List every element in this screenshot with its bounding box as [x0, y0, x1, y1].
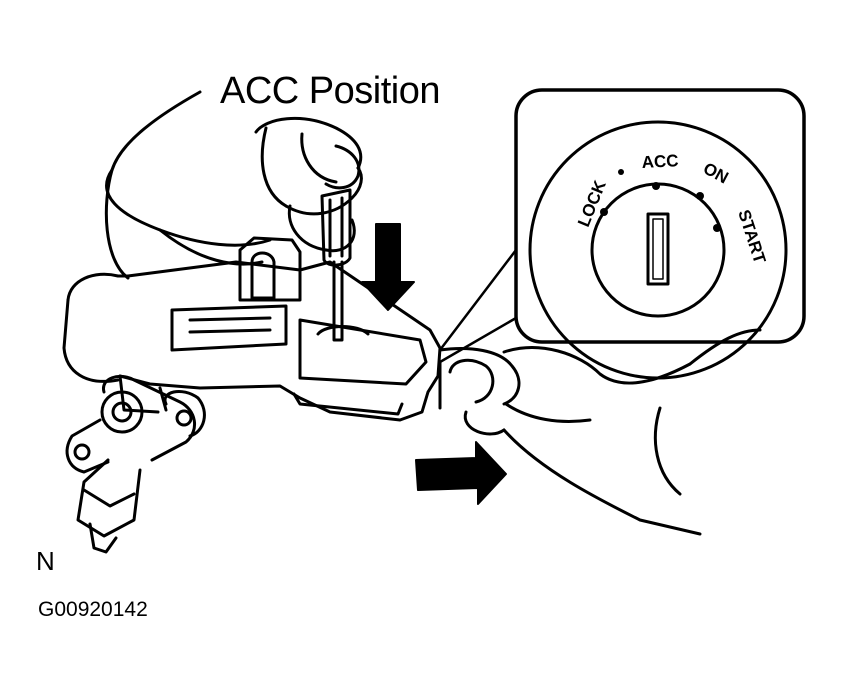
- right-arrow-icon: [415, 441, 507, 505]
- figure-id: G00920142: [38, 598, 148, 621]
- acc-label: ACC: [641, 151, 679, 172]
- start-label: START: [734, 207, 769, 266]
- down-arrow-icon: [361, 223, 415, 311]
- diagram-title: ACC Position: [220, 70, 440, 112]
- ignition-switch-assembly: [62, 236, 442, 422]
- corner-letter: N: [36, 546, 55, 576]
- zoom-callout-box: [514, 88, 806, 344]
- screwdriver-icon: [320, 188, 352, 342]
- key-cylinder-face: [528, 120, 788, 380]
- lock-label: LOCK: [574, 177, 610, 229]
- on-label: ON: [700, 159, 731, 188]
- upper-hand-icon: [254, 116, 363, 253]
- lock-cylinder-shaft: [65, 375, 206, 554]
